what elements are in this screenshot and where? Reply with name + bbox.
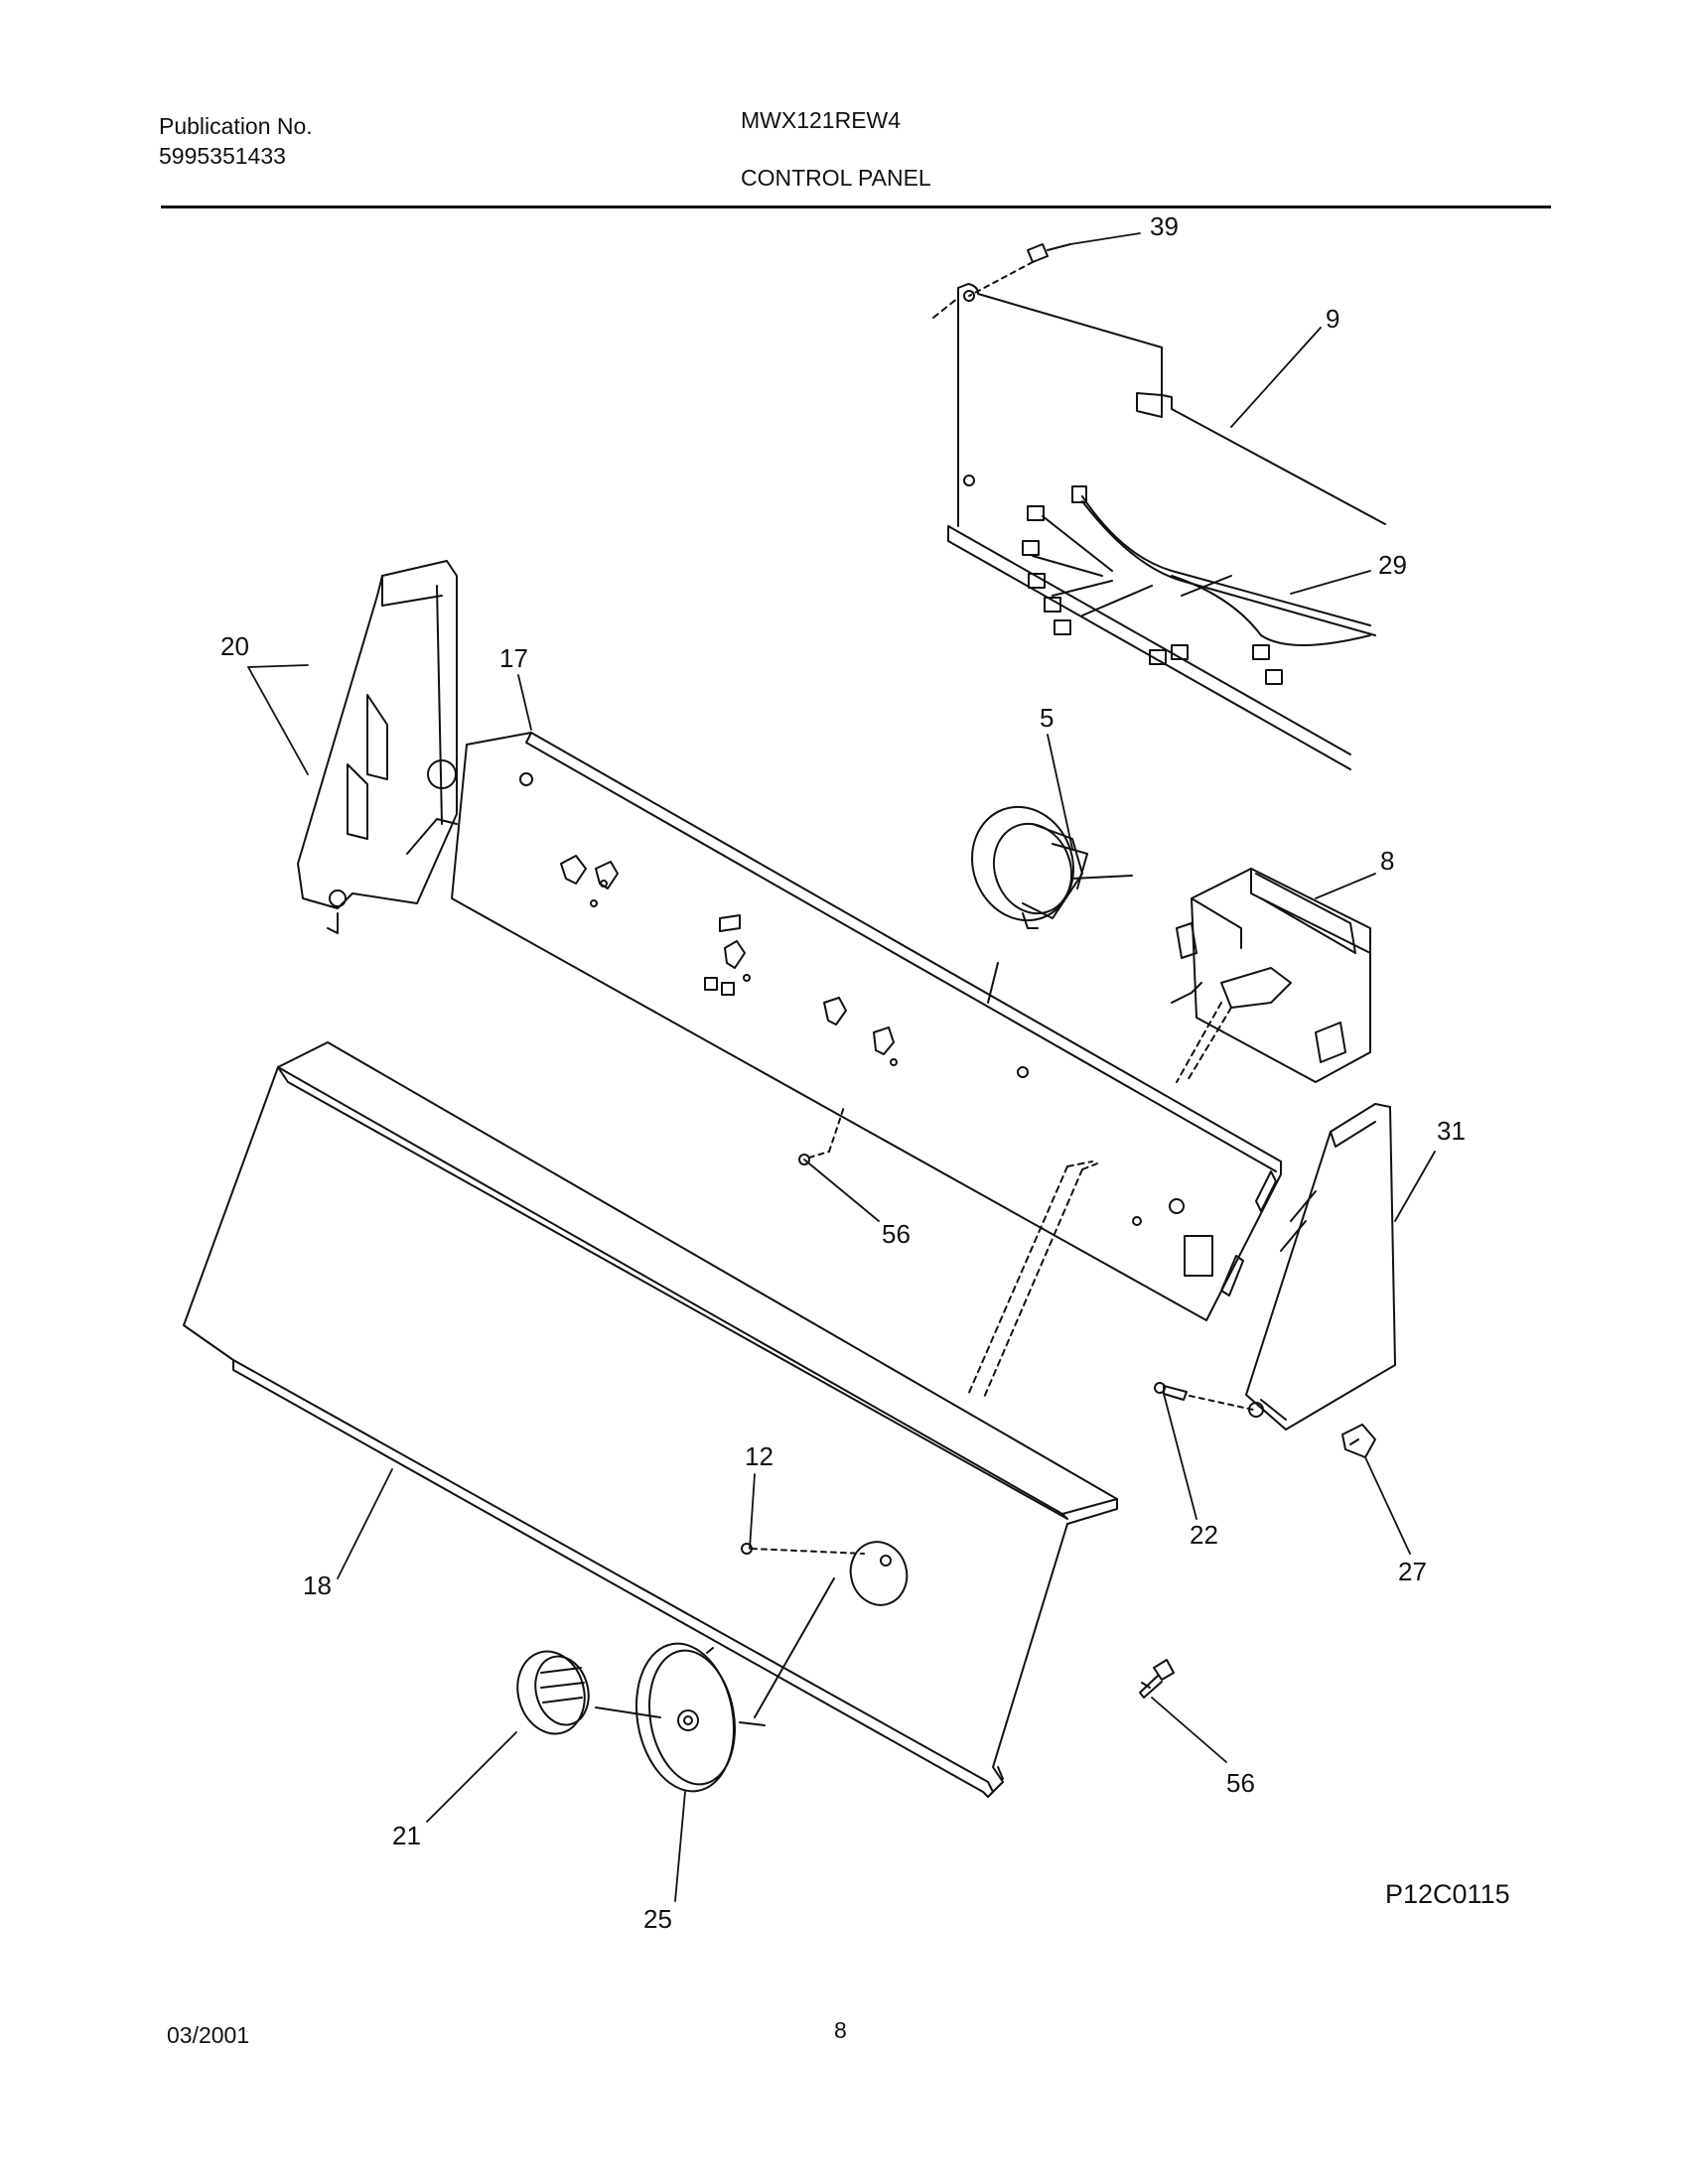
section-title: CONTROL PANEL (741, 165, 931, 191)
callout-39: 39 (1150, 211, 1179, 241)
part-5-switch (970, 805, 1133, 1004)
part-31-right-end-cap (1245, 1103, 1396, 1431)
model-number: MWX121REW4 (741, 107, 902, 133)
callout-8: 8 (1380, 846, 1394, 876)
callout-56-lower: 56 (1226, 1768, 1255, 1798)
part-39-screw (968, 243, 1071, 297)
figure-code: P12C0115 (1385, 1879, 1510, 1909)
callout-9: 9 (1326, 304, 1339, 334)
callout-29: 29 (1378, 550, 1407, 580)
publication-label: Publication No. (159, 113, 313, 139)
part-25-dial-skirt (634, 1642, 766, 1793)
part-56-screw-lower (1139, 1659, 1175, 1699)
part-20-left-end-cap (297, 560, 458, 934)
knob-plate (754, 1541, 909, 1718)
part-22-screw (1154, 1382, 1254, 1411)
part-18-console (183, 1041, 1118, 1798)
part-8-timer (1171, 868, 1371, 1083)
header-rule (161, 205, 1551, 208)
callout-18: 18 (303, 1570, 332, 1600)
part-27-clip (1341, 1424, 1376, 1458)
part-29-wire-harness (1022, 485, 1376, 685)
callout-5: 5 (1040, 703, 1054, 733)
publication-number: 5995351433 (159, 143, 286, 169)
part-12-screw (741, 1543, 865, 1555)
part-9-rear-panel (932, 283, 1386, 770)
callout-31: 31 (1437, 1116, 1466, 1146)
part-56-screw-upper (798, 1106, 845, 1165)
leader-lines (247, 232, 1436, 1902)
callout-25: 25 (643, 1904, 672, 1934)
assembly-lines (967, 1160, 1098, 1401)
callout-12: 12 (745, 1441, 774, 1471)
callout-22: 22 (1190, 1520, 1218, 1550)
callout-27: 27 (1398, 1557, 1427, 1586)
footer-date: 03/2001 (167, 2022, 250, 2048)
callout-21: 21 (392, 1821, 421, 1850)
callout-56-upper: 56 (882, 1219, 911, 1249)
page-number: 8 (834, 2017, 847, 2043)
part-17-panel-plate (451, 732, 1282, 1321)
callout-20: 20 (220, 631, 249, 661)
callout-17: 17 (499, 643, 528, 673)
